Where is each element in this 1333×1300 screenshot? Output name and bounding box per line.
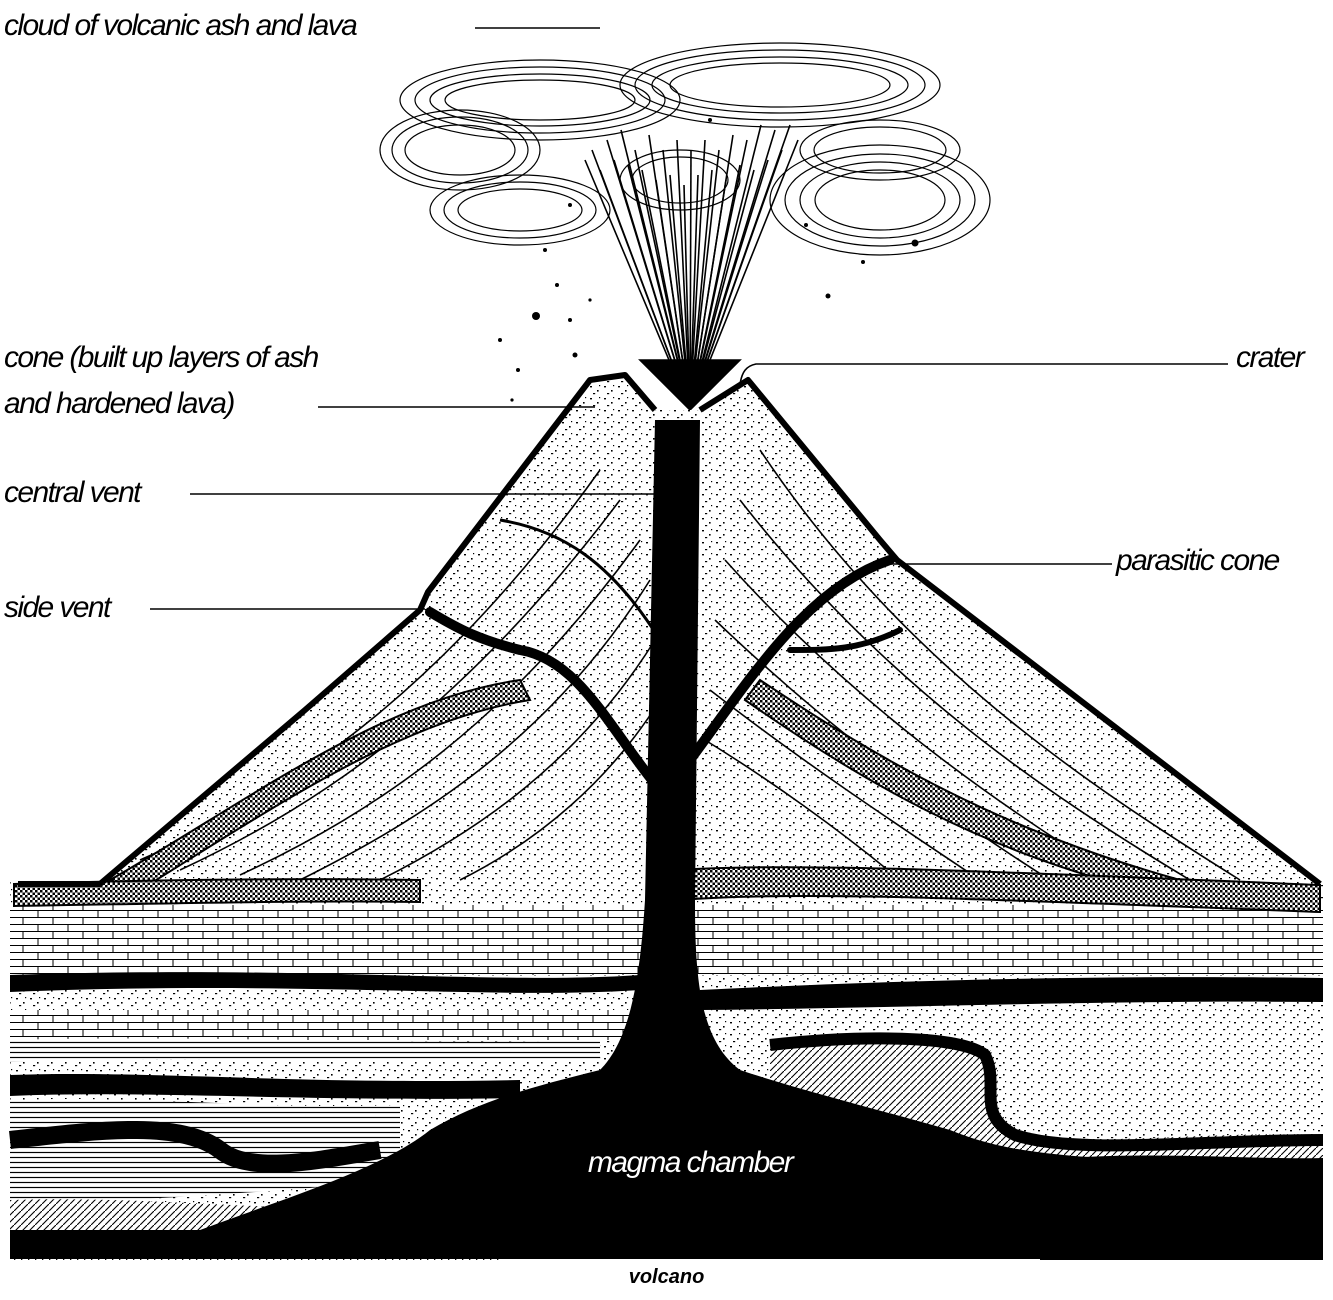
label-central-vent: central vent — [2, 470, 142, 516]
magma-system — [10, 420, 1323, 1258]
leader-lines — [150, 27, 1228, 610]
label-cone-line2: and hardened lava) — [2, 381, 236, 427]
label-cone-line1: cone (built up layers of ash — [2, 335, 320, 381]
figure-caption: volcano — [628, 1266, 705, 1288]
eruption-plume — [584, 124, 799, 412]
ground-base — [10, 1255, 1323, 1259]
label-crater: crater — [1234, 335, 1306, 381]
ash-cloud — [379, 42, 991, 256]
label-side-vent: side vent — [2, 585, 112, 631]
ejecta-particles — [498, 118, 919, 402]
label-magma-chamber: magma chamber — [587, 1146, 794, 1179]
label-parasitic-cone: parasitic cone — [1114, 538, 1281, 584]
label-ash-cloud: cloud of volcanic ash and lava — [2, 3, 359, 49]
